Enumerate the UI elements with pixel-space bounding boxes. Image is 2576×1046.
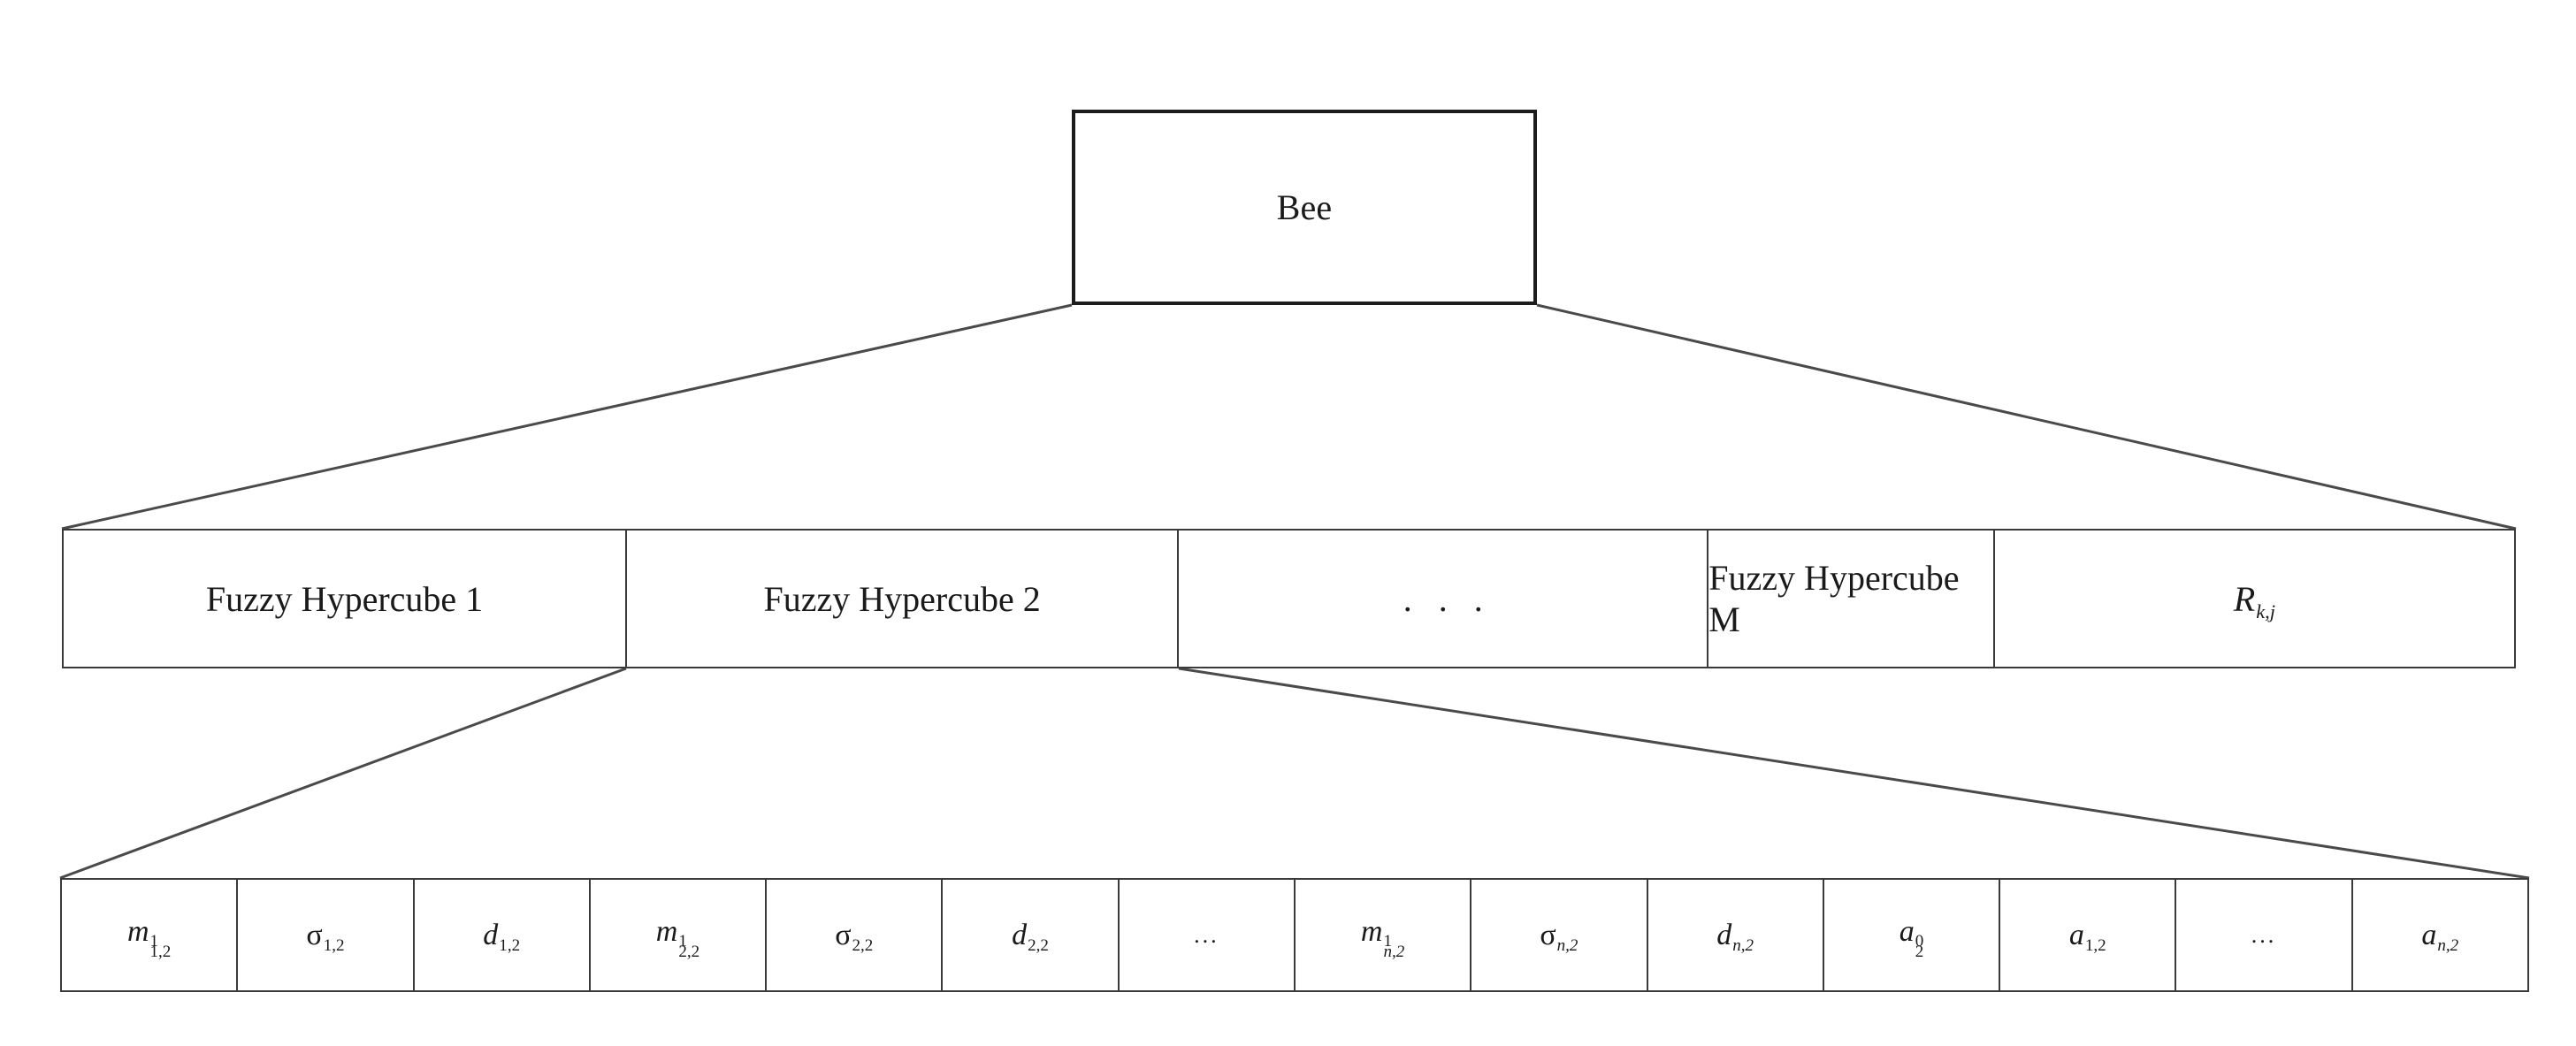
gene-m-n-2-base: m — [1360, 915, 1383, 949]
gene-m-n-2-superscript: 1 — [1383, 931, 1392, 951]
gene-sigma-1-2-math: σ1,2 — [306, 918, 345, 956]
gene-a-n-2-math: an,2 — [2421, 918, 2459, 956]
gene-cell-gene-d-n-2[interactable]: dn,2 — [1647, 880, 1824, 990]
gene-d-n-2-math: dn,2 — [1716, 918, 1754, 956]
gene-cell-gene-ellipsis-1[interactable]: ... — [1119, 880, 1296, 990]
reward-term-subscript: k,j — [2256, 600, 2275, 623]
hypercube-cell-fuzzy-hypercube-2[interactable]: Fuzzy Hypercube 2 — [627, 531, 1180, 667]
gene-d-1-2-base: d — [483, 918, 499, 951]
gene-d-2-2-math: d2,2 — [1012, 918, 1049, 956]
gene-m-2-2-subscript: 2,2 — [678, 942, 700, 961]
gene-cell-gene-d-2-2[interactable]: d2,2 — [943, 880, 1120, 990]
gene-cell-gene-sigma-n-2[interactable]: σn,2 — [1471, 880, 1648, 990]
gene-d-n-2-base: d — [1716, 918, 1732, 951]
gene-sigma-2-2-subscript: 2,2 — [852, 936, 874, 956]
gene-m-1-2-base: m — [126, 915, 149, 949]
connector-hypercube-to-gene-left — [59, 667, 627, 880]
gene-a-1-2-math: a1,2 — [2068, 918, 2106, 956]
gene-a-1-2-base: a — [2068, 918, 2084, 951]
hypercube-cell-reward-term[interactable]: Rk,j — [1994, 531, 2514, 667]
gene-sigma-1-2-base: σ — [306, 918, 323, 951]
hypercube-cell-fuzzy-hypercube-1[interactable]: Fuzzy Hypercube 1 — [64, 531, 628, 667]
hypercube-cell-hypercube-ellipsis[interactable]: . . . — [1179, 531, 1709, 667]
hypercube-row: Fuzzy Hypercube 1 Fuzzy Hypercube 2 . . . F… — [62, 529, 2516, 668]
gene-sigma-n-2-base: σ — [1540, 918, 1556, 951]
gene-m-2-2-superscript: 1 — [678, 931, 687, 951]
gene-d-2-2-base: d — [1012, 918, 1028, 951]
gene-d-1-2-subscript: 1,2 — [499, 936, 521, 956]
gene-sigma-1-2-subscript: 1,2 — [323, 936, 345, 956]
fuzzy-hypercube-2-label: Fuzzy Hypercube 2 — [763, 578, 1041, 619]
gene-cell-gene-a-1-2[interactable]: a1,2 — [2000, 880, 2177, 990]
gene-a-n-2-subscript: n,2 — [2437, 936, 2459, 956]
gene-m-2-2-base: m — [655, 915, 678, 949]
gene-d-n-2-subscript: n,2 — [1732, 936, 1754, 956]
gene-a-n-2-base: a — [2421, 918, 2437, 951]
gene-m-1-2-subscript: 1,2 — [149, 942, 172, 961]
gene-cell-gene-sigma-2-2[interactable]: σ2,2 — [767, 880, 944, 990]
gene-sigma-2-2-math: σ2,2 — [835, 918, 874, 956]
gene-cell-gene-d-1-2[interactable]: d1,2 — [414, 880, 591, 990]
gene-a-0-2-base: a — [1899, 915, 1915, 949]
connector-bee-to-row-right — [1536, 303, 2517, 531]
gene-a-0-2-subscript: 2 — [1915, 942, 1924, 961]
gene-sigma-n-2-math: σn,2 — [1540, 918, 1578, 956]
gene-d-2-2-subscript: 2,2 — [1028, 936, 1049, 956]
gene-sigma-n-2-subscript: n,2 — [1556, 936, 1578, 956]
connector-bee-to-row-left — [61, 303, 1073, 531]
gene-m-n-2-subscript: n,2 — [1383, 942, 1405, 961]
bee-node[interactable]: Bee — [1072, 110, 1537, 305]
gene-m-1-2-superscript: 1 — [149, 931, 159, 951]
gene-ellipsis-2-label: ... — [2251, 921, 2277, 948]
fuzzy-hypercube-1-label: Fuzzy Hypercube 1 — [205, 578, 484, 619]
gene-a-1-2-subscript: 1,2 — [2084, 936, 2106, 956]
hypercube-cell-fuzzy-hypercube-m[interactable]: Fuzzy Hypercube M — [1708, 531, 1995, 667]
gene-cell-gene-a-n-2[interactable]: an,2 — [2352, 880, 2527, 990]
gene-ellipsis-1-label: ... — [1194, 921, 1219, 948]
reward-term-base: R — [2233, 578, 2256, 619]
bee-node-label: Bee — [1276, 187, 1333, 227]
gene-a-0-2-superscript: 0 — [1915, 931, 1924, 951]
connector-hypercube-to-gene-right — [1178, 667, 2530, 880]
gene-sigma-2-2-base: σ — [835, 918, 852, 951]
gene-cell-gene-sigma-1-2[interactable]: σ1,2 — [238, 880, 415, 990]
reward-term-math: Rk,j — [2233, 578, 2275, 623]
hypercube-ellipsis-label: . . . — [1403, 578, 1492, 619]
fuzzy-hypercube-m-label: Fuzzy Hypercube M — [1708, 558, 1960, 639]
gene-d-1-2-math: d1,2 — [483, 918, 521, 956]
gene-cell-gene-ellipsis-2[interactable]: ... — [2176, 880, 2353, 990]
